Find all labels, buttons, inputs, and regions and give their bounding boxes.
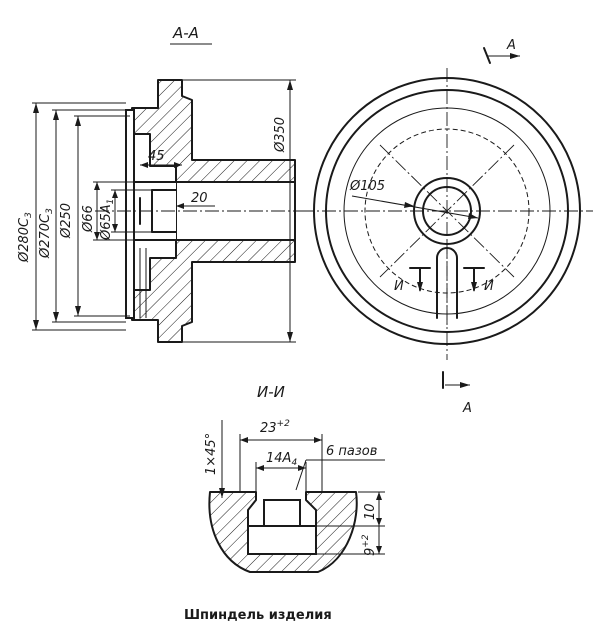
- dim-10: 10: [363, 503, 378, 520]
- dim-d250: Ø250: [59, 203, 74, 239]
- figure-caption: Шпиндель изделия: [184, 608, 332, 623]
- end-view: И И Ø105 А А: [300, 38, 593, 416]
- dim-d270: Ø270С3: [38, 208, 55, 259]
- dim-45: 45: [148, 149, 165, 164]
- dim-d280: Ø280С3: [17, 212, 34, 263]
- mark-i-right: И: [484, 279, 494, 294]
- dim-d105: Ø105: [349, 179, 385, 194]
- section-ii-view: И-И 23+2 14А4 6 пазов 1×45°: [204, 383, 385, 573]
- dim-23: 23+2: [260, 419, 290, 436]
- dim-14a4: 14А4: [266, 451, 297, 468]
- cut-mark-bottom: А: [462, 401, 472, 416]
- section-aa-title: А-А: [172, 24, 199, 42]
- dim-9: 9+2: [361, 534, 378, 556]
- cut-mark-top: А: [506, 38, 516, 53]
- dim-d65: Ø65А1: [99, 199, 116, 241]
- dim-20: 20: [191, 191, 208, 206]
- chamfer-note: 1×45°: [204, 433, 219, 475]
- dim-d350: Ø350: [273, 117, 288, 153]
- slots-note: 6 пазов: [326, 444, 377, 459]
- section-ii-title: И-И: [257, 383, 285, 401]
- section-aa-view: А-А: [17, 24, 305, 343]
- dim-d66: Ø66: [81, 205, 96, 233]
- mark-i-left: И: [394, 279, 404, 294]
